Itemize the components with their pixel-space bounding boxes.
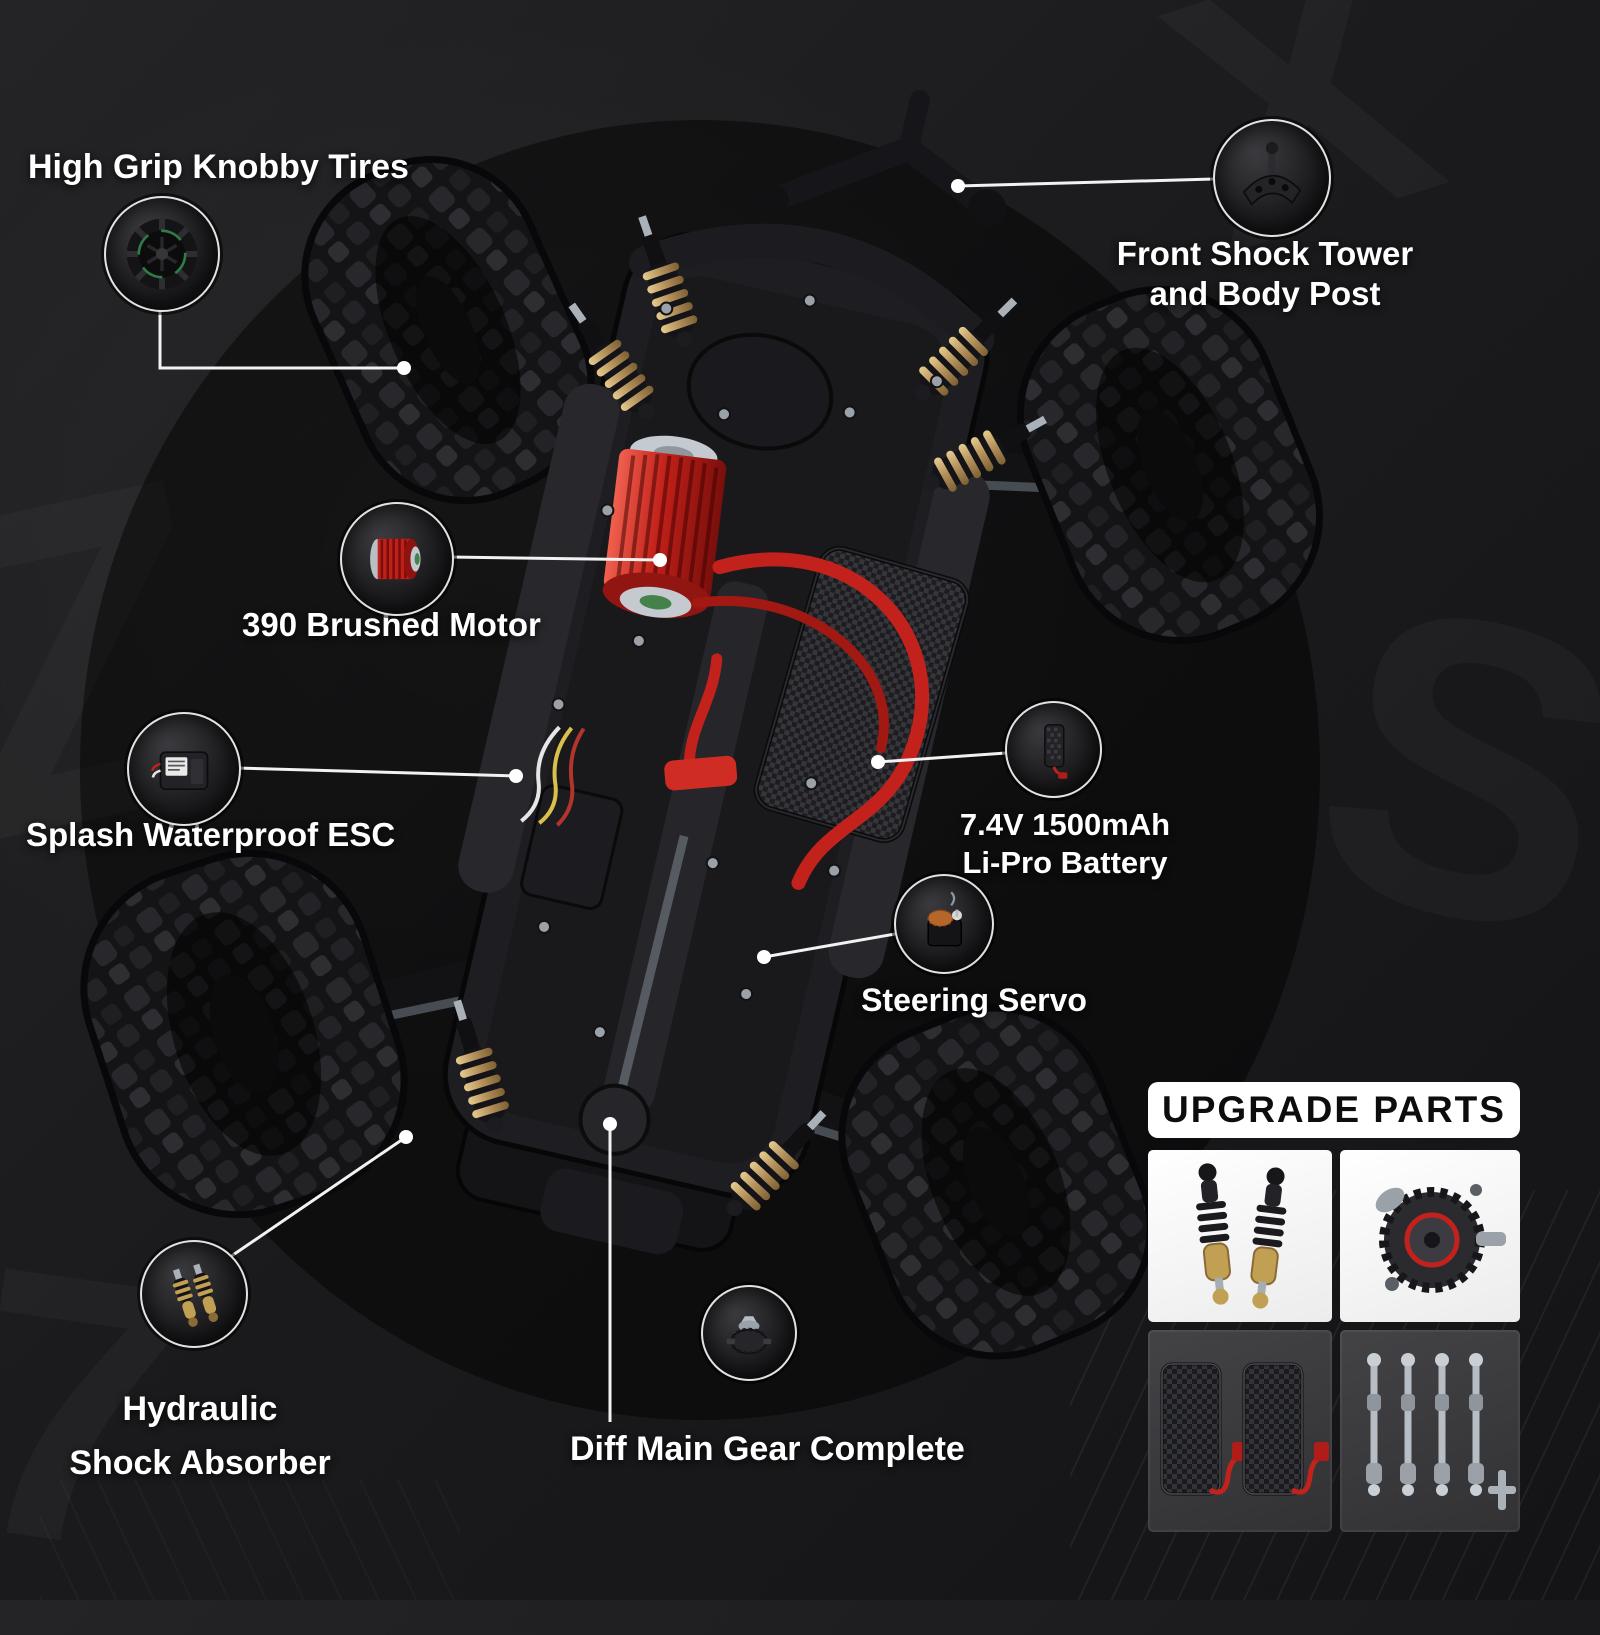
screws	[537, 293, 944, 1040]
callout-label-battery-line2: Li-Pro Battery	[962, 845, 1168, 880]
upgrade-parts-header: UPGRADE PARTS	[1148, 1082, 1520, 1138]
diff-gear-assembly-icon	[1375, 1184, 1506, 1293]
shock-absorber-pair-icon	[1190, 1160, 1293, 1312]
brushed-motor-icon	[370, 538, 421, 580]
upgrade-tile-batteries	[1148, 1330, 1332, 1532]
upgrade-parts-title: UPGRADE PARTS	[1162, 1089, 1506, 1130]
callout-label-battery-line1: 7.4V 1500mAh	[959, 807, 1171, 842]
callout-label-hydraulic-shock: Hydraulic Shock Absorber	[25, 1382, 375, 1490]
power-wires	[684, 552, 929, 890]
shock-tower-icon	[1242, 141, 1302, 206]
brushed-motor	[602, 435, 727, 619]
drive-shaft-set-icon	[1366, 1353, 1516, 1510]
callout-label-diff: Diff Main Gear Complete	[570, 1430, 965, 1468]
callout-label-hydraulic-shock-line2: Shock Absorber	[69, 1444, 331, 1482]
callout-inset-tires	[104, 196, 220, 312]
upgrade-tile-shock-absorbers	[1148, 1150, 1332, 1322]
rc-car-parts-infographic: { "colors": { "background": "#1b1b1d", "…	[0, 0, 1600, 1600]
knobby-tire-icon	[126, 218, 198, 290]
callout-inset-hydraulic-shock	[140, 1240, 248, 1348]
upgrade-tile-drive-shafts	[1340, 1330, 1520, 1532]
callout-inset-diff	[701, 1285, 797, 1381]
knobby-tires	[80, 155, 1324, 1360]
callout-label-hydraulic-shock-line1: Hydraulic	[122, 1390, 278, 1428]
callout-label-battery: 7.4V 1500mAh Li-Pro Battery	[934, 806, 1196, 882]
callout-inset-servo	[894, 874, 994, 974]
battery-pack-pair-icon	[1148, 1330, 1332, 1532]
callout-label-tires: High Grip Knobby Tires	[28, 148, 409, 186]
signal-wires	[520, 725, 586, 827]
callout-label-shock-tower-line1: Front Shock Tower	[1116, 235, 1414, 272]
callout-inset-battery	[1005, 701, 1102, 798]
callout-label-shock-tower: Front Shock Tower and Body Post	[1062, 234, 1468, 314]
callout-label-esc: Splash Waterproof ESC	[26, 816, 396, 853]
callout-inset-esc	[127, 712, 241, 826]
t-plug-connector	[664, 755, 738, 791]
upgrade-tile-diff-gear	[1340, 1150, 1520, 1322]
cross-wrench-icon	[1488, 1470, 1516, 1510]
lipo-battery-icon	[1043, 723, 1067, 779]
hydraulic-shock-icon	[172, 1263, 219, 1327]
callout-inset-motor	[340, 502, 454, 616]
steering-servo-icon	[927, 891, 962, 947]
callout-inset-shock-tower	[1213, 119, 1331, 237]
esc-icon	[150, 751, 209, 790]
front-shock-tower	[629, 223, 995, 357]
rc-truck-chassis-top-view	[80, 90, 1324, 1420]
callout-label-shock-tower-line2: and Body Post	[1149, 275, 1381, 312]
diff-gear-icon	[726, 1316, 772, 1356]
callout-label-servo: Steering Servo	[861, 982, 1087, 1018]
chassis	[439, 90, 1055, 1255]
